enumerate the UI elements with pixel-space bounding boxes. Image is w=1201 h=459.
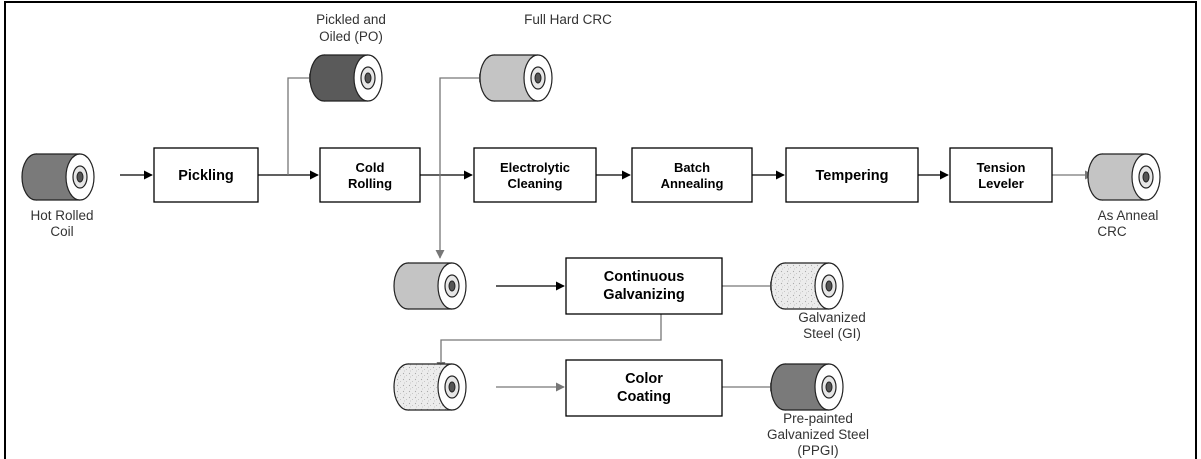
svg-text:(PPGI): (PPGI) (797, 443, 838, 458)
svg-text:Rolling: Rolling (348, 176, 392, 191)
tempering-label: Tempering (815, 168, 888, 184)
full-hard-crc-coil-icon (480, 55, 552, 101)
electrolytic-cleaning-label-line1: Electrolytic (500, 160, 570, 175)
continuous-galvanizing-label-line2: Galvanizing (603, 287, 684, 303)
svg-text:Galvanized Steel: Galvanized Steel (767, 427, 869, 442)
svg-text:Pickling: Pickling (178, 168, 234, 184)
process-box-color-coating: Color Coating (566, 360, 722, 416)
svg-text:Galvanized: Galvanized (798, 310, 866, 325)
svg-text:Batch: Batch (674, 160, 710, 175)
hot-rolled-coil-label-line2: Coil (50, 224, 73, 239)
product-label-hot-rolled-coil: Hot Rolled Coil (30, 208, 93, 239)
svg-text:Color: Color (625, 371, 663, 387)
svg-text:Pre-painted: Pre-painted (783, 411, 853, 426)
pickling-label: Pickling (178, 168, 234, 184)
as-anneal-crc-coil-icon (1088, 154, 1160, 200)
galvanized-steel-coil-icon (771, 263, 843, 309)
cold-rolled-input-coil-icon (394, 263, 466, 309)
svg-text:Leveler: Leveler (978, 176, 1024, 191)
cold-rolling-label-line2: Rolling (348, 176, 392, 191)
batch-annealing-label-line2: Annealing (661, 176, 724, 191)
process-box-electrolytic-cleaning: Electrolytic Cleaning (474, 148, 596, 202)
svg-text:Full Hard CRC: Full Hard CRC (524, 12, 612, 27)
svg-text:Tension: Tension (977, 160, 1026, 175)
pickled-oiled-coil-icon (310, 55, 382, 101)
svg-text:Electrolytic: Electrolytic (500, 160, 570, 175)
as-anneal-crc-label-line2: CRC (1097, 224, 1126, 239)
svg-text:Oiled (PO): Oiled (PO) (319, 29, 383, 44)
svg-text:Cold: Cold (356, 160, 385, 175)
process-box-tempering: Tempering (786, 148, 918, 202)
process-box-batch-annealing: Batch Annealing (632, 148, 752, 202)
svg-text:Annealing: Annealing (661, 176, 724, 191)
connectors (120, 78, 1093, 387)
svg-text:As Anneal: As Anneal (1098, 208, 1159, 223)
batch-annealing-label-line1: Batch (674, 160, 710, 175)
svg-text:CRC: CRC (1097, 224, 1126, 239)
color-coating-label-line2: Coating (617, 389, 671, 405)
product-label-ppgi: Pre-painted Galvanized Steel (PPGI) (767, 411, 869, 458)
product-label-pickled-oiled: Pickled and Oiled (PO) (316, 12, 386, 44)
as-anneal-crc-label-line1: As Anneal (1098, 208, 1159, 223)
process-box-cold-rolling: Cold Rolling (320, 148, 420, 202)
color-coating-label-line1: Color (625, 371, 663, 387)
svg-text:Pickled and: Pickled and (316, 12, 386, 27)
svg-text:Coil: Coil (50, 224, 73, 239)
full-hard-crc-label: Full Hard CRC (524, 12, 612, 27)
process-box-pickling: Pickling (154, 148, 258, 202)
cold-rolling-label-line1: Cold (356, 160, 385, 175)
ppgi-label-line3: (PPGI) (797, 443, 838, 458)
svg-text:Galvanizing: Galvanizing (603, 287, 684, 303)
pickled-oiled-label-line1: Pickled and (316, 12, 386, 27)
svg-text:Hot Rolled: Hot Rolled (30, 208, 93, 223)
ppgi-label-line1: Pre-painted (783, 411, 853, 426)
hot-rolled-coil-icon (22, 154, 94, 200)
ppgi-coil-icon (771, 364, 843, 410)
hot-rolled-coil-label-line1: Hot Rolled (30, 208, 93, 223)
galvanized-steel-label-line1: Galvanized (798, 310, 866, 325)
svg-text:Coating: Coating (617, 389, 671, 405)
electrolytic-cleaning-label-line2: Cleaning (508, 176, 563, 191)
tension-leveler-label-line1: Tension (977, 160, 1026, 175)
galvanized-input-coil-icon (394, 364, 466, 410)
pickled-oiled-label-line2: Oiled (PO) (319, 29, 383, 44)
product-label-as-anneal-crc: As Anneal CRC (1097, 208, 1158, 239)
tension-leveler-label-line2: Leveler (978, 176, 1024, 191)
process-box-tension-leveler: Tension Leveler (950, 148, 1052, 202)
continuous-galvanizing-label-line1: Continuous (604, 269, 685, 285)
ppgi-label-line2: Galvanized Steel (767, 427, 869, 442)
svg-text:Cleaning: Cleaning (508, 176, 563, 191)
svg-text:Continuous: Continuous (604, 269, 685, 285)
coil-layer (22, 55, 1160, 410)
galvanized-steel-label-line2: Steel (GI) (803, 326, 861, 341)
svg-text:Tempering: Tempering (815, 168, 888, 184)
product-label-galvanized-steel: Galvanized Steel (GI) (798, 310, 866, 341)
process-box-continuous-galvanizing: Continuous Galvanizing (566, 258, 722, 314)
product-label-full-hard-crc: Full Hard CRC (524, 12, 612, 27)
svg-text:Steel (GI): Steel (GI) (803, 326, 861, 341)
